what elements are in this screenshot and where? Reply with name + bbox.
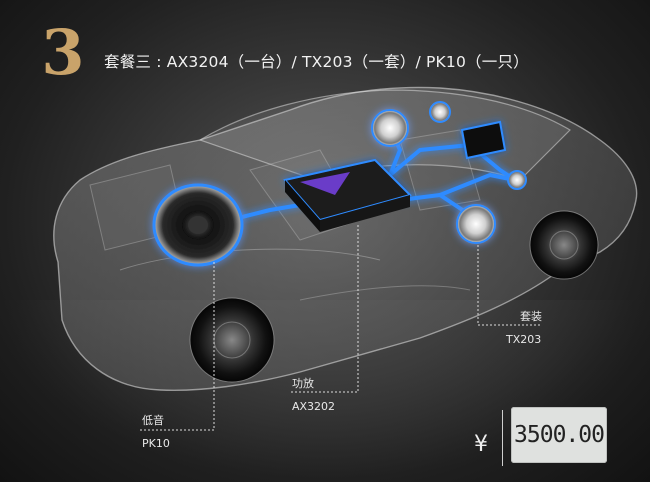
label-amplifier-name: 功放 [292, 377, 314, 390]
label-subwoofer-name: 低音 [142, 414, 164, 427]
price-value: 3500.00 [514, 422, 605, 448]
currency-symbol: ¥ [474, 432, 488, 457]
component-speaker-rear [371, 109, 409, 147]
package-number: 3 [34, 22, 92, 84]
leader-pk10 [140, 262, 215, 431]
rear-wheel [189, 297, 275, 383]
front-wheel [529, 210, 599, 280]
tweeter-top [429, 101, 451, 123]
component-speaker-front [456, 204, 496, 244]
amplifier-unit [283, 158, 412, 232]
leader-ax3202 [290, 225, 359, 393]
leader-tx203 [477, 245, 542, 326]
label-amplifier-model: AX3202 [292, 400, 336, 413]
package-title: 套餐三 : AX3204（一台）/ TX203（一套）/ PK10（一只） [104, 53, 529, 71]
price-display: 3500.00 [511, 407, 607, 463]
label-subwoofer-model: PK10 [142, 437, 170, 450]
price-divider [502, 410, 503, 466]
label-speaker-set-model: TX203 [506, 333, 542, 346]
crossover-box [460, 120, 507, 160]
tweeter-side [507, 170, 527, 190]
label-speaker-set-name: 套装 [520, 310, 542, 323]
subwoofer-speaker [152, 183, 244, 267]
